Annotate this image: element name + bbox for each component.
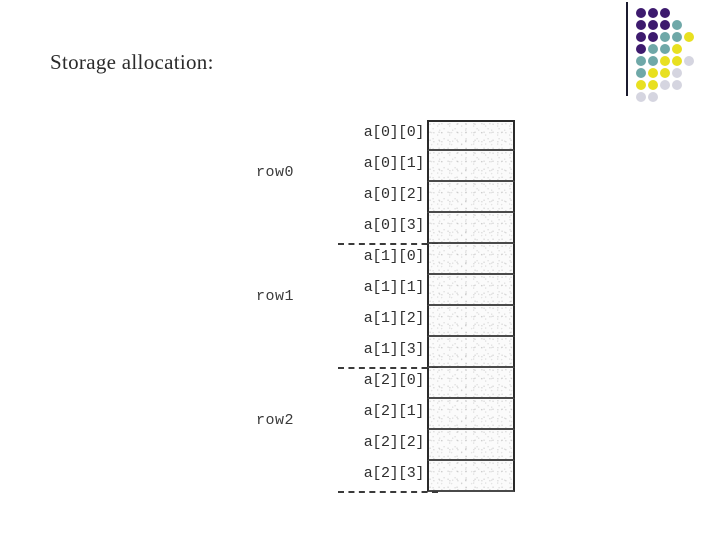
logo-vertical-rule <box>626 2 628 96</box>
logo-dot-row <box>636 20 696 32</box>
cell-label: a[0][3] <box>363 217 425 234</box>
memory-cell: a[2][0] <box>338 368 520 399</box>
logo-dot-row <box>636 92 696 104</box>
row-group-label-row0: row0 <box>256 164 295 181</box>
memory-cell: a[2][1] <box>338 399 520 430</box>
logo-dot-yellow <box>636 80 646 90</box>
logo-dot-teal <box>660 32 670 42</box>
cell-label: a[1][1] <box>363 279 425 296</box>
cell-box <box>427 368 515 399</box>
logo-dot-teal <box>636 68 646 78</box>
dot-matrix-logo <box>626 0 720 102</box>
logo-dot-light <box>684 56 694 66</box>
logo-dot-yellow <box>672 44 682 54</box>
logo-dot-yellow <box>684 32 694 42</box>
cell-box <box>427 275 515 306</box>
array-storage-diagram: row0 row1 row2 a[0][0] a[0][1] a[0][2] a[0][3… <box>0 112 720 522</box>
cell-box <box>427 120 515 151</box>
cell-box <box>427 461 515 492</box>
logo-dot-teal <box>660 44 670 54</box>
logo-dot-purple <box>648 32 658 42</box>
logo-dot-light <box>648 92 658 102</box>
logo-dot-row <box>636 56 696 68</box>
cell-box <box>427 213 515 244</box>
logo-dot-teal <box>636 56 646 66</box>
memory-cell: a[0][3] <box>338 213 520 244</box>
logo-dot-purple <box>636 44 646 54</box>
logo-dot-row <box>636 32 696 44</box>
cell-label: a[2][2] <box>363 434 425 451</box>
logo-dot-yellow <box>672 56 682 66</box>
cell-label: a[0][1] <box>363 155 425 172</box>
cell-box <box>427 430 515 461</box>
logo-dot-purple <box>660 8 670 18</box>
logo-dot-teal <box>672 20 682 30</box>
cell-label: a[1][2] <box>363 310 425 327</box>
row-group-divider <box>338 367 438 369</box>
logo-dot-purple <box>648 20 658 30</box>
page-title: Storage allocation: <box>50 50 214 74</box>
logo-dot-purple <box>648 8 658 18</box>
cell-label: a[2][1] <box>363 403 425 420</box>
logo-dot-row <box>636 80 696 92</box>
logo-dot-purple <box>636 8 646 18</box>
memory-cell: a[2][3] <box>338 461 520 492</box>
logo-dot-row <box>636 68 696 80</box>
cell-box <box>427 399 515 430</box>
memory-cell: a[0][0] <box>338 120 520 151</box>
row-group-divider <box>338 491 438 493</box>
logo-dot-teal <box>648 44 658 54</box>
cell-box <box>427 306 515 337</box>
cell-label: a[0][0] <box>363 124 425 141</box>
logo-dot-teal <box>672 32 682 42</box>
row-group-divider <box>338 243 438 245</box>
logo-dot-row <box>636 8 696 20</box>
cell-box <box>427 337 515 368</box>
cell-label: a[2][3] <box>363 465 425 482</box>
logo-dot-yellow <box>648 68 658 78</box>
memory-cell: a[0][1] <box>338 151 520 182</box>
logo-dot-yellow <box>660 68 670 78</box>
logo-dot-yellow <box>660 56 670 66</box>
memory-cell: a[1][3] <box>338 337 520 368</box>
logo-dot-light <box>660 80 670 90</box>
logo-dot-row <box>636 44 696 56</box>
logo-dot-purple <box>660 20 670 30</box>
memory-cell: a[1][0] <box>338 244 520 275</box>
logo-dot-purple <box>636 32 646 42</box>
row-group-label-row1: row1 <box>256 288 295 305</box>
cell-label: a[1][3] <box>363 341 425 358</box>
logo-dot-purple <box>636 20 646 30</box>
memory-cell: a[1][1] <box>338 275 520 306</box>
cell-box <box>427 151 515 182</box>
logo-dot-teal <box>648 56 658 66</box>
logo-dot-yellow <box>648 80 658 90</box>
cell-label: a[0][2] <box>363 186 425 203</box>
logo-dot-light <box>672 68 682 78</box>
memory-cell: a[2][2] <box>338 430 520 461</box>
logo-dot-light <box>672 80 682 90</box>
memory-cell: a[0][2] <box>338 182 520 213</box>
memory-cell: a[1][2] <box>338 306 520 337</box>
cell-box <box>427 244 515 275</box>
logo-dot-light <box>636 92 646 102</box>
cell-box <box>427 182 515 213</box>
cell-label: a[1][0] <box>363 248 425 265</box>
cell-label: a[2][0] <box>363 372 425 389</box>
memory-cell-stack: a[0][0] a[0][1] a[0][2] a[0][3] a[1][0] a[1][… <box>338 120 520 493</box>
logo-dot-grid <box>636 8 696 104</box>
row-group-label-row2: row2 <box>256 412 295 429</box>
